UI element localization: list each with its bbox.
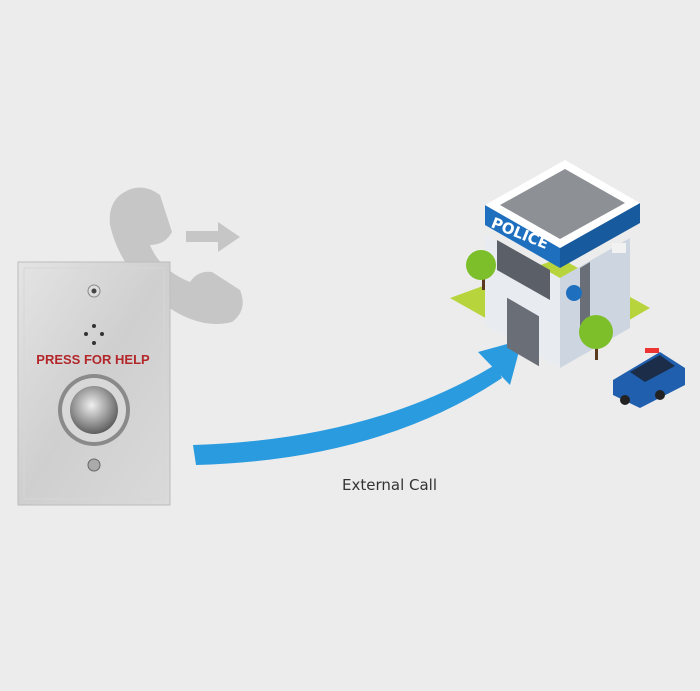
phone-handset-icon [109,187,243,324]
flow-arrow [193,340,522,465]
flow-caption: External Call [342,476,438,494]
tree-icon [466,250,613,360]
police-car-icon [613,348,685,408]
speaker-icon [84,324,104,345]
panel-label: PRESS FOR HELP [36,352,150,367]
screw-icon [87,458,101,472]
help-button[interactable] [58,374,130,446]
right-arrow-icon [186,222,240,252]
